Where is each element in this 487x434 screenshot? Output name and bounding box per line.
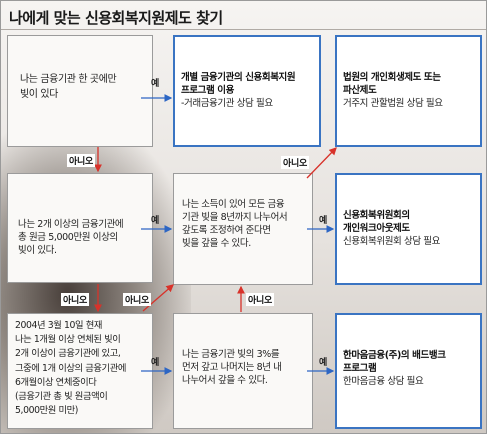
middle-box-1: 나는 소득이 있어 모든 금융 기관 빚을 8년까지 나누어서 갚도록 조정하여… <box>173 173 313 285</box>
condition-box-2: 나는 2개 이상의 금융기관에 총 원금 5,000만원 이상의 빚이 있다. <box>7 173 153 283</box>
no-label-1: 아니오 <box>67 154 95 167</box>
result-4-title-line-2: 프로그램 <box>343 363 377 374</box>
yes-label-2: 예 <box>151 216 159 226</box>
no-label-3: 아니오 <box>61 293 89 306</box>
condition-2-line-2: 총 원금 5,000만원 이상의 <box>18 232 118 243</box>
no-arrow-3 <box>142 284 174 312</box>
result-4-note: 한마음금융 상담 필요 <box>343 376 424 387</box>
middle-1-line-3: 갚도록 조정하여 준다면 <box>182 225 271 236</box>
middle-box-2: 나는 금융기관 빚의 3%를 먼저 갚고 나머지는 8년 내 나누어서 갚을 수… <box>173 313 313 429</box>
result-box-court: 법원의 개인회생제도 또는 파산제도 거주지 관할법원 상담 필요 <box>335 35 482 147</box>
condition-3-line-6: (금융기관 총 빚 원금액이 <box>15 391 108 403</box>
condition-3-line-7: 5,000만원 미만) <box>15 405 79 417</box>
condition-3-line-3: 2개 이상이 금융기관에 있고, <box>15 348 121 360</box>
result-2-note: 거주지 관할법원 상담 필요 <box>343 98 443 109</box>
middle-1-line-1: 나는 소득이 있어 모든 금융 <box>182 199 285 210</box>
result-box-individual-program: 개별 금융기관의 신용회복지원 프로그램 이용 -거래금융기관 상담 필요 <box>173 35 321 147</box>
middle-1-line-2: 기관 빚을 8년까지 나누어서 <box>182 212 288 223</box>
condition-box-3: 2004년 3월 10일 현재 나는 1개월 이상 연체된 빚이 2개 이상이 … <box>7 313 153 429</box>
yes-label-3: 예 <box>319 216 327 226</box>
result-box-workout: 신용회복위원회의 개인워크아웃제도 신용회복위원회 상담 필요 <box>335 173 482 285</box>
middle-2-line-1: 나는 금융기관 빚의 3%를 <box>182 349 280 360</box>
condition-3-line-4: 그중에 1개 이상의 금융기관에 <box>15 362 127 374</box>
middle-1-line-4: 빚을 갚을 수 있다. <box>182 238 251 249</box>
middle-2-line-2: 먼저 갚고 나머지는 8년 내 <box>182 362 282 373</box>
condition-3-line-2: 나는 1개월 이상 연체된 빚이 <box>15 334 121 346</box>
result-3-title-line-1: 신용회복위원회의 <box>343 210 410 221</box>
no-arrow-5 <box>306 147 337 179</box>
result-4-title-line-1: 한마음금융(주)의 배드뱅크 <box>343 350 446 361</box>
condition-2-line-3: 빚이 있다. <box>18 245 57 256</box>
no-label-4: 아니오 <box>123 293 151 306</box>
yes-label-5: 예 <box>319 358 327 368</box>
condition-3-line-5: 6개월이상 연체중이다 <box>15 376 97 388</box>
result-box-badbank: 한마음금융(주)의 배드뱅크 프로그램 한마음금융 상담 필요 <box>335 313 482 429</box>
result-2-title-line-2: 파산제도 <box>343 85 377 96</box>
middle-2-line-3: 나누어서 갚을 수 있다. <box>182 375 268 386</box>
yes-label-1: 예 <box>151 79 159 89</box>
title-divider <box>1 29 486 30</box>
diagram-title: 나에게 맞는 신용회복지원제도 찾기 <box>9 9 223 27</box>
result-3-title-line-2: 개인워크아웃제도 <box>343 223 410 234</box>
result-2-title-line-1: 법원의 개인회생제도 또는 <box>343 72 441 83</box>
result-1-note: -거래금융기관 상담 필요 <box>181 98 273 109</box>
no-label-5: 아니오 <box>246 293 274 306</box>
result-1-title-line-2: 프로그램 이용 <box>181 85 234 96</box>
no-label-2: 아니오 <box>281 156 309 169</box>
condition-3-line-1: 2004년 3월 10일 현재 <box>15 320 103 331</box>
condition-1-line-2: 빚이 있다 <box>20 89 58 100</box>
yes-label-4: 예 <box>151 358 159 368</box>
condition-box-1: 나는 금융기관 한 곳에만 빚이 있다 <box>7 35 153 147</box>
condition-1-line-1: 나는 금융기관 한 곳에만 <box>20 74 117 85</box>
result-3-note: 신용회복위원회 상담 필요 <box>343 236 440 247</box>
result-1-title-line-1: 개별 금융기관의 신용회복지원 <box>181 72 296 83</box>
condition-2-line-1: 나는 2개 이상의 금융기관에 <box>18 219 124 230</box>
